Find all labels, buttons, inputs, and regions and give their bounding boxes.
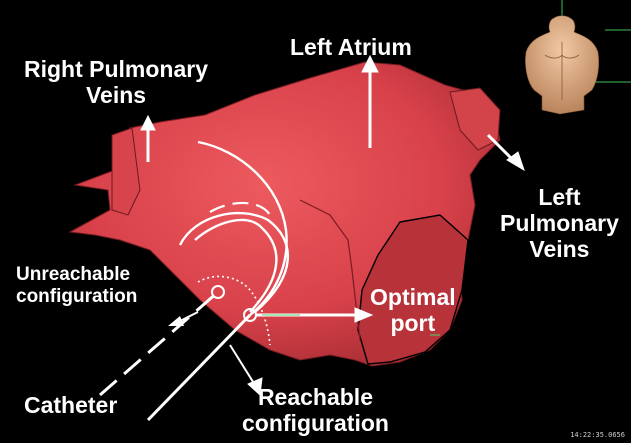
- label-catheter: Catheter: [24, 392, 117, 418]
- label-reachable-configuration: Reachable configuration: [242, 384, 389, 436]
- label-left-atrium: Left Atrium: [290, 34, 412, 60]
- label-right-pulmonary-veins-text: Right Pulmonary Veins: [24, 56, 208, 108]
- label-left-pulmonary-veins-text: Left Pulmonary Veins: [500, 184, 619, 262]
- reachable-config-arrow: [230, 345, 255, 385]
- label-unreachable-configuration: Unreachable configuration: [16, 264, 137, 308]
- catheter-line: [148, 315, 250, 420]
- unreachable-config-arrowhead: [168, 316, 184, 326]
- label-reachable-configuration-text: Reachable configuration: [242, 384, 389, 436]
- timestamp: 14:22:35.0656: [570, 431, 625, 439]
- label-optimal-port-text: Optimal port: [370, 284, 456, 336]
- torso-orientation-icon: [525, 0, 631, 114]
- label-right-pulmonary-veins: Right Pulmonary Veins: [24, 56, 208, 108]
- label-unreachable-configuration-text: Unreachable configuration: [16, 264, 137, 308]
- label-optimal-port: Optimal port: [370, 284, 456, 336]
- label-left-pulmonary-veins: Left Pulmonary Veins: [500, 184, 619, 262]
